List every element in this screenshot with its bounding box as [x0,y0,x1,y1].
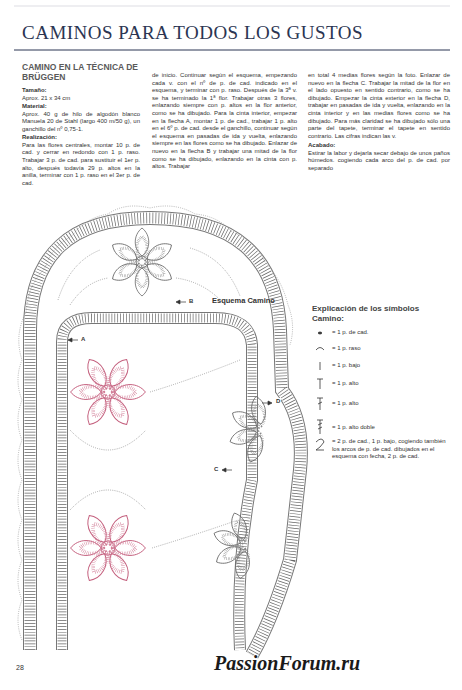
body-text: de inicio. Continuar según el esquema, e… [152,72,297,171]
field-label: Material: [22,103,140,111]
page-number: 28 [16,664,24,671]
field-label: Realización: [22,134,140,142]
arrow-letter: B [188,298,194,304]
arrow-letter: D [275,398,281,404]
legend-entry: = 2 p. de cad., 1 p. bajo, cogiendo tamb… [332,438,450,461]
field-label: Tamaño: [22,87,140,95]
legend-entry: = 1 p. alto [332,400,359,408]
body-text: Aprox. 21 x 34 cm [22,95,140,103]
section-heading: CAMINO EN LA TÉCNICA DE BRÜGGEN [22,62,140,82]
legend-entry: = 1 p. de cad. [332,329,369,337]
body-text: Aprox. 40 g de hilo de algodón blanco Ma… [22,111,140,134]
watermark: PassionForum.ru [214,652,360,675]
field-label: Acabado: [308,142,450,150]
body-text: Para las flores centrales, montar 10 p. … [22,142,140,188]
legend-entry: = 1 p. alto [332,380,359,388]
legend-heading: Explicación de los símbolos Camino: [312,304,447,324]
legend-entry: = 1 p. alto doble [332,424,375,432]
body-text: en total 4 medias flores según la foto. … [308,72,450,140]
legend-entry: = 1 p. raso [332,345,361,353]
legend-entry: = 1 p. bajo [332,362,360,370]
arrow-letter: C [213,466,219,472]
arrow-letter: A [80,336,86,342]
page-title: CAMINOS PARA TODOS LOS GUSTOS [22,22,363,44]
chart-caption: Esquema Camino [212,296,275,305]
body-text: Estirar la labor y dejarla secar debajo … [308,150,450,173]
